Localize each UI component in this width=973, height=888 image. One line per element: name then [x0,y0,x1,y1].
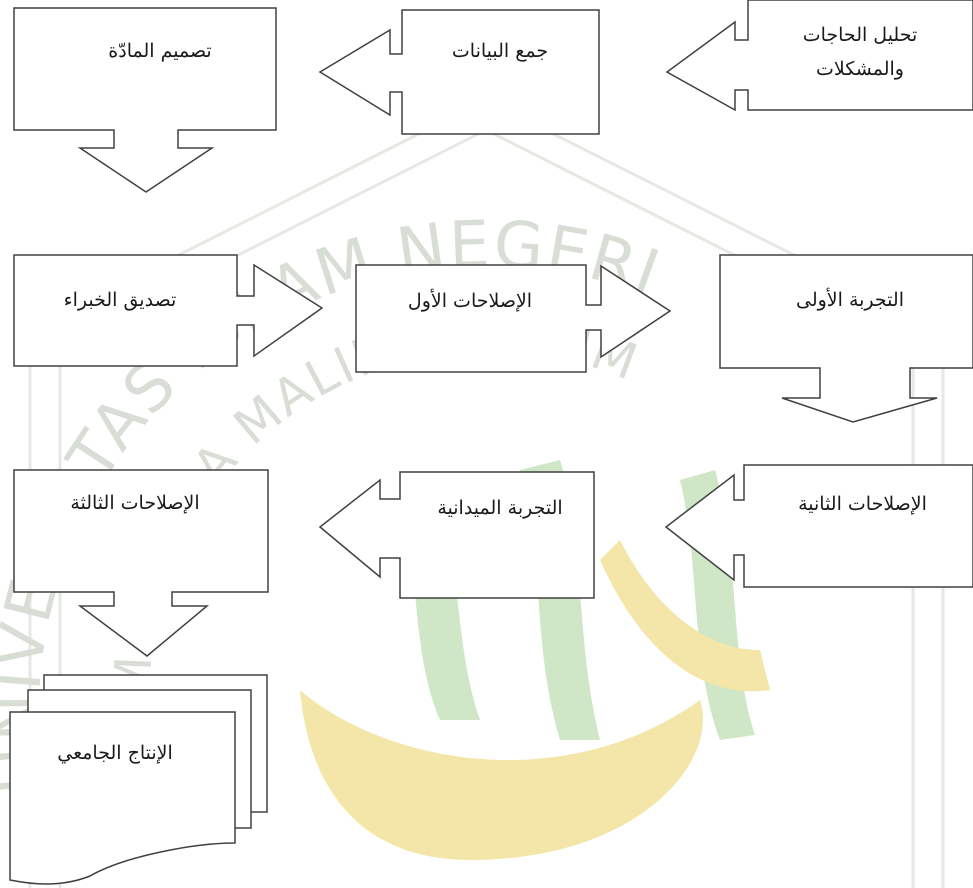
step-design-box [13,7,277,193]
step-collect-label: جمع البيانات [451,40,549,62]
step-revision1-box [355,264,672,373]
step-needs-label: تحليل الحاجات والمشكلات [802,24,918,80]
step-revision3-box [13,469,269,657]
step-validation-box [13,254,324,367]
step-revision1-label: الإصلاحات الأول [407,290,533,312]
step-revision2-label: الإصلاحات الثانية [798,493,927,515]
step-product-label: الإنتاج الجامعي [57,742,173,764]
step-design-label: تصميم المادّة [108,40,212,62]
step-trial1-box [719,254,973,423]
step-field-box [318,471,595,599]
step-validation-label: تصديق الخبراء [63,289,177,311]
step-field-label: التجربة الميدانية [437,497,563,519]
step-product-document-stack [9,674,268,885]
step-needs-box [665,0,973,112]
step-trial1-label: التجربة الأولى [796,289,904,311]
step-collect-box [318,9,600,135]
step-revision3-label: الإصلاحات الثالثة [70,492,200,514]
step-revision2-box [664,464,973,588]
